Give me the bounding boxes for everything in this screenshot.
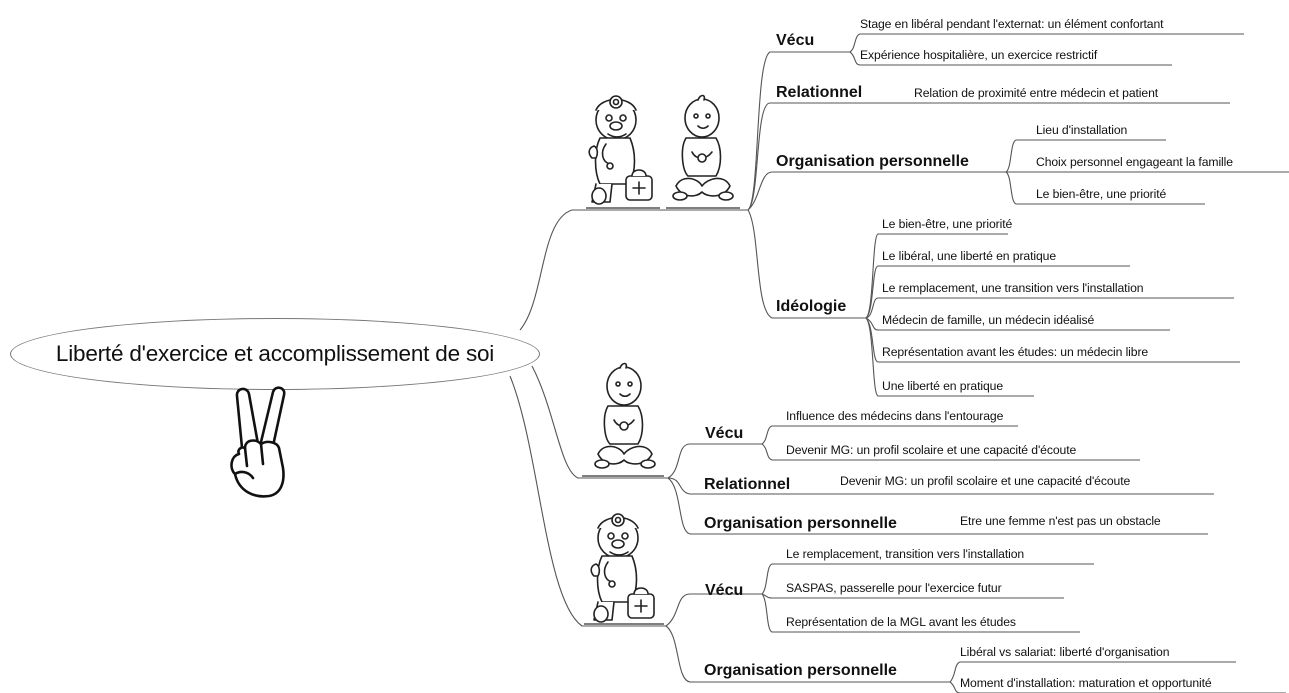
leaf-item: SASPAS, passerelle pour l'exercice futur bbox=[786, 581, 1002, 595]
category-vecu: Vécu bbox=[705, 582, 744, 599]
category-vecu: Vécu bbox=[705, 425, 744, 442]
leaf-item: Etre une femme n'est pas un obstacle bbox=[960, 514, 1161, 528]
category-relationnel: Relationnel bbox=[704, 476, 791, 493]
leaf-item: Le bien-être, une priorité bbox=[882, 217, 1013, 231]
leaf-item: Le libéral, une liberté en pratique bbox=[882, 249, 1057, 263]
leaf-item: Le remplacement, une transition vers l'i… bbox=[882, 281, 1144, 295]
doctor-icon bbox=[590, 513, 655, 623]
leaf-item: Lieu d'installation bbox=[1036, 123, 1128, 137]
leaf-item: Devenir MG: un profil scolaire et une ca… bbox=[840, 474, 1131, 488]
leaf-item: Le remplacement, transition vers l'insta… bbox=[786, 547, 1025, 561]
leaf-item: Choix personnel engageant la famille bbox=[1036, 155, 1233, 169]
central-topic: Liberté d'exercice et accomplissement de… bbox=[10, 318, 540, 390]
leaf-item: Influence des médecins dans l'entourage bbox=[786, 409, 1004, 423]
category-organisation-personnelle: Organisation personnelle bbox=[704, 662, 897, 679]
leaf-item: Stage en libéral pendant l'externat: un … bbox=[860, 17, 1164, 31]
leaf-item: Le bien-être, une priorité bbox=[1036, 187, 1167, 201]
central-topic-label: Liberté d'exercice et accomplissement de… bbox=[55, 341, 495, 366]
leaf-item: Une liberté en pratique bbox=[882, 379, 1004, 393]
category-vecu: Vécu bbox=[776, 32, 815, 49]
baby-icon bbox=[672, 94, 734, 201]
leaf-item: Représentation de la MGL avant les étude… bbox=[786, 615, 1016, 629]
category-organisation-personnelle: Organisation personnelle bbox=[704, 515, 897, 532]
victory-hand-icon bbox=[230, 386, 286, 498]
leaf-item: Moment d'installation: maturation et opp… bbox=[960, 676, 1212, 690]
leaf-item: Relation de proximité entre médecin et p… bbox=[914, 86, 1159, 100]
leaf-item: Devenir MG: un profil scolaire et une ca… bbox=[786, 443, 1077, 457]
category-relationnel: Relationnel bbox=[776, 84, 863, 101]
baby-icon bbox=[594, 362, 656, 469]
category-ideologie: Idéologie bbox=[776, 298, 847, 315]
leaf-item: Expérience hospitalière, un exercice res… bbox=[860, 48, 1098, 62]
leaf-item: Médecin de famille, un médecin idéalisé bbox=[882, 313, 1095, 327]
leaf-item: Représentation avant les études: un méde… bbox=[882, 345, 1149, 359]
doctor-icon bbox=[588, 95, 653, 205]
leaf-item: Libéral vs salariat: liberté d'organisat… bbox=[960, 645, 1170, 659]
category-organisation-personnelle: Organisation personnelle bbox=[776, 153, 969, 170]
